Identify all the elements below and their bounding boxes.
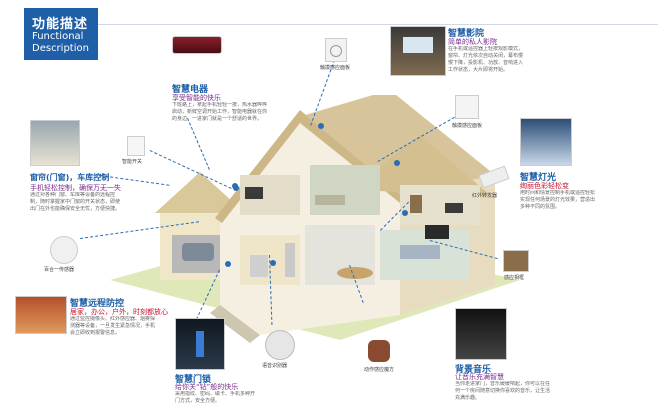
hotspot-dot[interactable]	[225, 261, 231, 267]
music-subtitle: 让音乐充满智慧	[455, 373, 504, 381]
house-illustration	[110, 95, 520, 343]
lock-desc: 采用指纹、密码、磁卡、手机多种开门方式，安全方便。	[175, 391, 255, 404]
right-wing-roof	[350, 135, 490, 195]
header-rule	[98, 24, 658, 25]
garage-roof	[155, 172, 245, 213]
scene-cube-label: 动作感应魔方	[364, 367, 395, 373]
curtain-image	[30, 120, 80, 166]
smart-switch-image	[127, 136, 145, 156]
gateway-label: 语音识别器	[262, 363, 288, 369]
ac-subtitle: 享受智能的快乐	[172, 94, 221, 102]
tv-upstairs	[245, 187, 263, 199]
scene-cube-image	[368, 340, 390, 362]
music-desc: 当你走进家门，音乐缓缓响起，你可以在任何一个房间随意切换你喜欢的音乐，让生活充满…	[455, 381, 551, 401]
hotspot-dot[interactable]	[233, 185, 239, 191]
music-image	[455, 308, 507, 360]
touch-panel-label: 触摸感应面板	[320, 65, 351, 71]
upstairs-room-mid	[310, 165, 380, 215]
tv-living	[425, 225, 449, 239]
ac-title: 智慧电器	[172, 85, 209, 95]
frame-image	[503, 250, 529, 272]
light-desc: 用时间和情景控制手机或遥控轻松实现任何场景的灯光效果，营造出多种不同的氛围。	[520, 190, 596, 210]
lock-handle-icon	[196, 331, 204, 357]
touch-switch-label: 触摸感应面板	[452, 123, 483, 129]
security-title: 智慧远程防控	[70, 299, 125, 309]
entry-door	[250, 255, 268, 277]
curtain-title: 窗帘(门窗)，车库控制	[30, 173, 110, 182]
cinema-desc: 在手机或遥控器上轻按观影模式，窗帘、灯光依次自动关闭，幕布慢慢下降，投影机、功放…	[448, 46, 524, 73]
ac-unit-image	[172, 36, 222, 54]
gateway-image	[265, 330, 295, 360]
sofa	[400, 245, 440, 259]
curtain-desc: 通过对各种门窗、车库等设备的远程控制，随时掌握家中门窗的开关状态，即使出门在外也…	[30, 192, 121, 212]
touch-panel-image	[325, 38, 347, 62]
frame-label: 感应相框	[504, 275, 525, 281]
sensor-image	[50, 236, 78, 264]
curtain-subtitle: 手机轻松控制，确保万无一失	[30, 184, 121, 192]
tv-right	[445, 203, 463, 213]
header-title-zh: 功能描述	[32, 17, 89, 32]
lock-title: 智慧门锁	[175, 375, 212, 385]
hotspot-dot[interactable]	[402, 210, 408, 216]
porch-steps	[210, 305, 260, 343]
crib	[410, 195, 422, 213]
ir-transmitter-label: 红外转发器	[472, 193, 498, 199]
cinema-title: 智慧影院	[448, 29, 485, 39]
bed	[315, 195, 345, 205]
ac-desc: 下班路上，拿起手机轻轻一按，热水器哗哗启动，新鲜空调开始工作，智能电器就在你的身…	[172, 102, 268, 122]
cinema-subtitle: 简单的私人影院	[448, 38, 497, 46]
security-desc: 通过监控摄像头、红外感应器、烟雾探测器等设备，一旦发生紧急情况，手机会立即收到报…	[70, 316, 156, 336]
hotspot-dot[interactable]	[318, 123, 324, 129]
screen-icon	[403, 37, 433, 53]
cinema-image	[390, 26, 446, 76]
lock-subtitle: 给你关“钻”般的快乐	[175, 383, 239, 391]
hotspot-dot[interactable]	[394, 160, 400, 166]
sensor-label: 百合一传感器	[44, 267, 75, 273]
touch-switch-image	[455, 95, 479, 119]
fridge	[285, 243, 295, 277]
light-image	[520, 118, 572, 166]
hotspot-dot[interactable]	[270, 260, 276, 266]
smart-switch-label: 智能开关	[122, 159, 143, 165]
light-title: 智慧灯光	[520, 173, 557, 183]
car	[182, 243, 214, 261]
dial-icon	[330, 45, 342, 57]
dining-table	[337, 267, 373, 279]
header-title-en-2: Description	[32, 43, 89, 54]
security-image	[15, 296, 67, 334]
header-title-en-1: Functional	[32, 31, 84, 42]
security-subtitle: 居家，办公，户外，时刻都放心	[70, 308, 168, 316]
light-subtitle: 绚丽色彩轻松变	[520, 182, 569, 190]
section-header: 功能描述 Functional Description	[24, 8, 98, 60]
music-title: 背景音乐	[455, 365, 492, 375]
lock-image	[175, 318, 225, 370]
